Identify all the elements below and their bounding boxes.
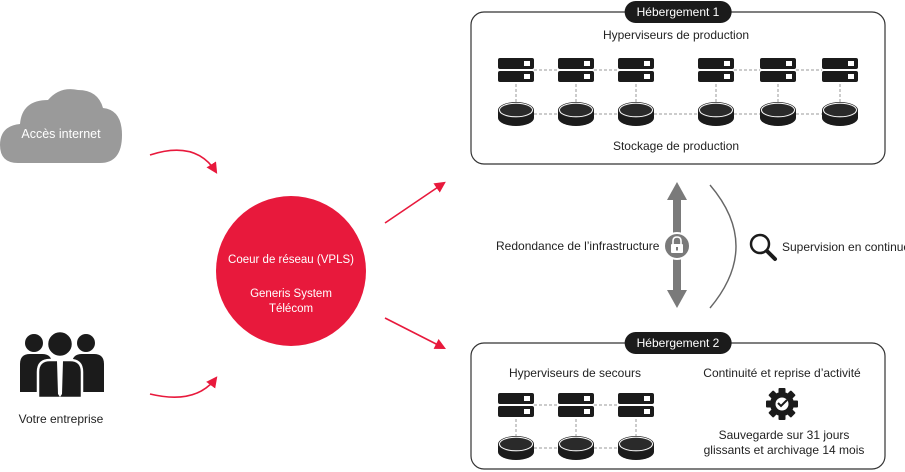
lock-icon [663,232,691,260]
core-to-hosting1-arrow [384,181,446,224]
internet-to-core-arrow [149,149,218,174]
enterprise-label: Votre entreprise [18,412,104,426]
hosting2-badge: Hébergement 2 [624,332,732,354]
hosting2-continuity-label: Continuité et reprise d’activité [703,366,861,380]
magnifier-icon [749,233,777,261]
hosting1-badge: Hébergement 1 [624,1,732,23]
disk-icon [697,101,735,127]
redundancy-label: Redondance de l’infrastructure [496,239,660,253]
disk-icon [617,435,655,461]
gear-icon [766,388,798,420]
disk-icon [497,101,535,127]
hosting2-hypervisors-label: Hyperviseurs de secours [508,366,642,380]
disk-icon [821,101,859,127]
hosting2-backup-line1: Sauvegarde sur 31 jours [718,428,850,442]
users-icon [20,329,104,400]
internet-label: Accès internet [21,127,101,141]
core-line2: Generis System [250,288,332,300]
cloud-icon [0,89,122,163]
disk-icon [557,101,595,127]
hosting2-backup-line2: glissants et archivage 14 mois [703,443,865,457]
hosting1-hypervisors-label: Hyperviseurs de production [602,28,750,42]
supervision-label: Supervision en continue [782,240,905,254]
disk-icon [759,101,797,127]
hosting1-storage-label: Stockage de production [612,139,740,153]
hosting1-links [515,69,841,115]
hosting2-links [515,404,637,449]
core-line3: Télécom [268,303,314,315]
disk-icon [497,435,535,461]
core-to-hosting2-arrow [384,317,446,350]
core-line1: Coeur de réseau (VPLS) [228,254,354,266]
disk-icon [617,101,655,127]
disk-icon [557,435,595,461]
supervision-arc [709,184,737,309]
enterprise-to-core-arrow [149,376,218,398]
network-core-circle [216,196,366,346]
